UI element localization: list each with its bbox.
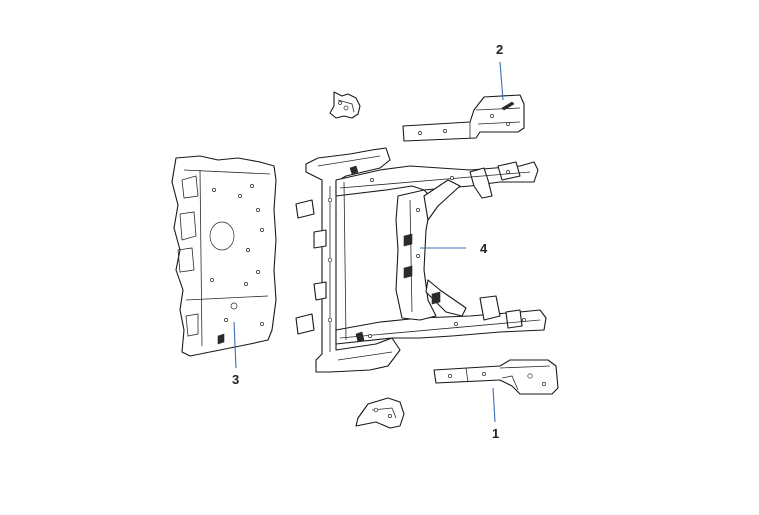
callout-2[interactable]: 2 <box>496 42 503 57</box>
callout-3[interactable]: 3 <box>232 372 239 387</box>
leader-line-1 <box>492 387 496 423</box>
part-1-lower-rail[interactable] <box>433 359 559 395</box>
upper-small-bracket[interactable] <box>329 91 361 119</box>
part-2-upper-rail[interactable] <box>402 94 525 142</box>
callout-4[interactable]: 4 <box>480 241 488 256</box>
lower-small-bracket[interactable] <box>355 397 405 429</box>
part-4-center-frame[interactable] <box>295 147 547 373</box>
part-3-floor-panel[interactable] <box>171 155 277 357</box>
leader-line-3 <box>233 321 237 369</box>
callout-1[interactable]: 1 <box>492 426 499 441</box>
leader-line-2 <box>499 61 504 101</box>
